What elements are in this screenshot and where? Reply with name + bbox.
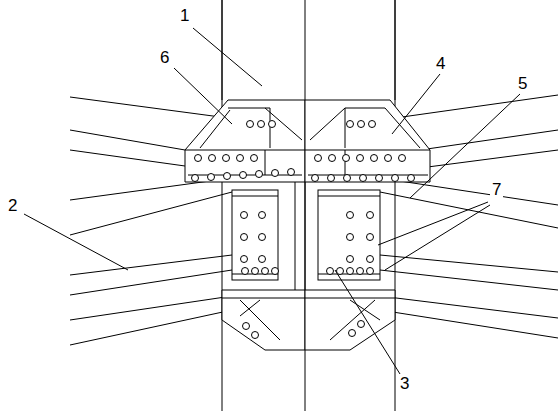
bolt <box>241 256 248 263</box>
bolt <box>259 212 266 219</box>
callout-number: 3 <box>398 374 411 393</box>
bolt <box>269 121 276 128</box>
bolt <box>392 175 399 182</box>
column <box>222 0 395 411</box>
bolt <box>259 256 266 263</box>
bolt <box>241 234 248 241</box>
bolt <box>252 332 259 339</box>
bolt <box>259 234 266 241</box>
bolt <box>237 155 244 162</box>
bolt <box>347 121 354 128</box>
web-plates <box>232 182 380 290</box>
bolt <box>258 121 265 128</box>
bolt <box>349 330 356 337</box>
bolt <box>195 155 202 162</box>
bolt <box>357 268 364 275</box>
bolt <box>385 155 392 162</box>
bolt <box>208 174 215 181</box>
bolt <box>369 121 376 128</box>
bolt <box>223 155 230 162</box>
callout-number: 5 <box>516 74 529 93</box>
bolt <box>408 175 415 182</box>
callout-number: 6 <box>158 48 171 67</box>
bolt <box>347 268 354 275</box>
bolt <box>242 268 249 275</box>
top-bracket <box>185 100 430 182</box>
bolt <box>347 256 354 263</box>
bolt <box>224 173 231 180</box>
bolt <box>371 155 378 162</box>
bolt <box>367 234 374 241</box>
bolt <box>376 175 383 182</box>
bolt <box>288 169 295 176</box>
callout-number: 2 <box>6 196 19 215</box>
bolt <box>399 155 406 162</box>
bolt <box>337 268 344 275</box>
bolt <box>315 155 322 162</box>
bottom-bracket <box>222 290 395 350</box>
bolt <box>262 268 269 275</box>
bolt <box>343 155 350 162</box>
callout-number: 7 <box>490 180 503 199</box>
bolt <box>347 234 354 241</box>
bolt <box>360 175 367 182</box>
leader-lines <box>24 28 520 374</box>
bolt <box>272 170 279 177</box>
bolt <box>252 268 259 275</box>
bolt <box>247 121 254 128</box>
bolt <box>327 268 334 275</box>
bolt <box>241 212 248 219</box>
bolt <box>357 155 364 162</box>
bolt <box>209 155 216 162</box>
bolts <box>192 121 415 339</box>
bolt <box>329 155 336 162</box>
bolt <box>347 212 354 219</box>
bolt <box>192 175 199 182</box>
bolt <box>312 175 319 182</box>
bolt <box>367 212 374 219</box>
bolt <box>272 268 279 275</box>
bolt <box>256 171 263 178</box>
bolt <box>367 268 374 275</box>
bolt <box>367 256 374 263</box>
bolt <box>243 323 250 330</box>
bolt <box>251 155 258 162</box>
bolt <box>344 175 351 182</box>
callout-number: 1 <box>178 6 191 25</box>
bolt <box>328 175 335 182</box>
bolt <box>240 172 247 179</box>
callout-number: 4 <box>434 54 447 73</box>
bolt <box>358 321 365 328</box>
bolt <box>358 121 365 128</box>
